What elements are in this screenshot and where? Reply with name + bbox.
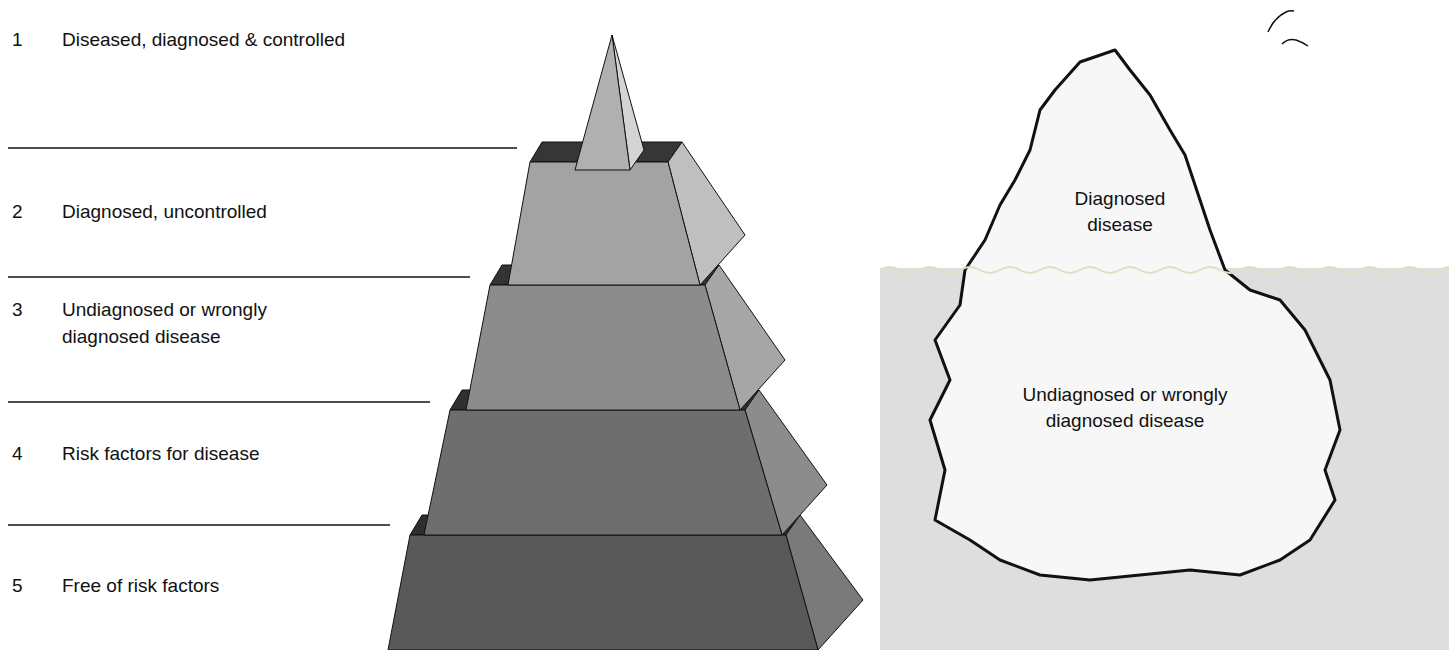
- iceberg-tip: Diagnosed disease: [1045, 182, 1195, 242]
- level-text: Diseased, diagnosed & controlled: [62, 26, 502, 53]
- callout-number: 3: [12, 296, 52, 323]
- callout-number: 4: [12, 440, 52, 467]
- pyramid: [388, 35, 863, 650]
- iceberg-base: Undiagnosed or wrongly diagnosed disease: [995, 378, 1255, 438]
- region-label: Undiagnosed or wrongly diagnosed disease: [1001, 382, 1249, 434]
- callout-number: 5: [12, 572, 52, 599]
- level-text: Risk factors for disease: [62, 440, 392, 467]
- callout-number: 2: [12, 198, 52, 225]
- level-text: Undiagnosed or wrongly diagnosed disease: [62, 296, 312, 350]
- iceberg: [930, 50, 1340, 580]
- waterline: [880, 267, 1449, 273]
- level-text: Free of risk factors: [62, 572, 362, 599]
- birds: [1268, 11, 1308, 46]
- region-label: Diagnosed disease: [1051, 186, 1189, 238]
- callout-number: 1: [12, 26, 52, 53]
- level-text: Diagnosed, uncontrolled: [62, 198, 462, 225]
